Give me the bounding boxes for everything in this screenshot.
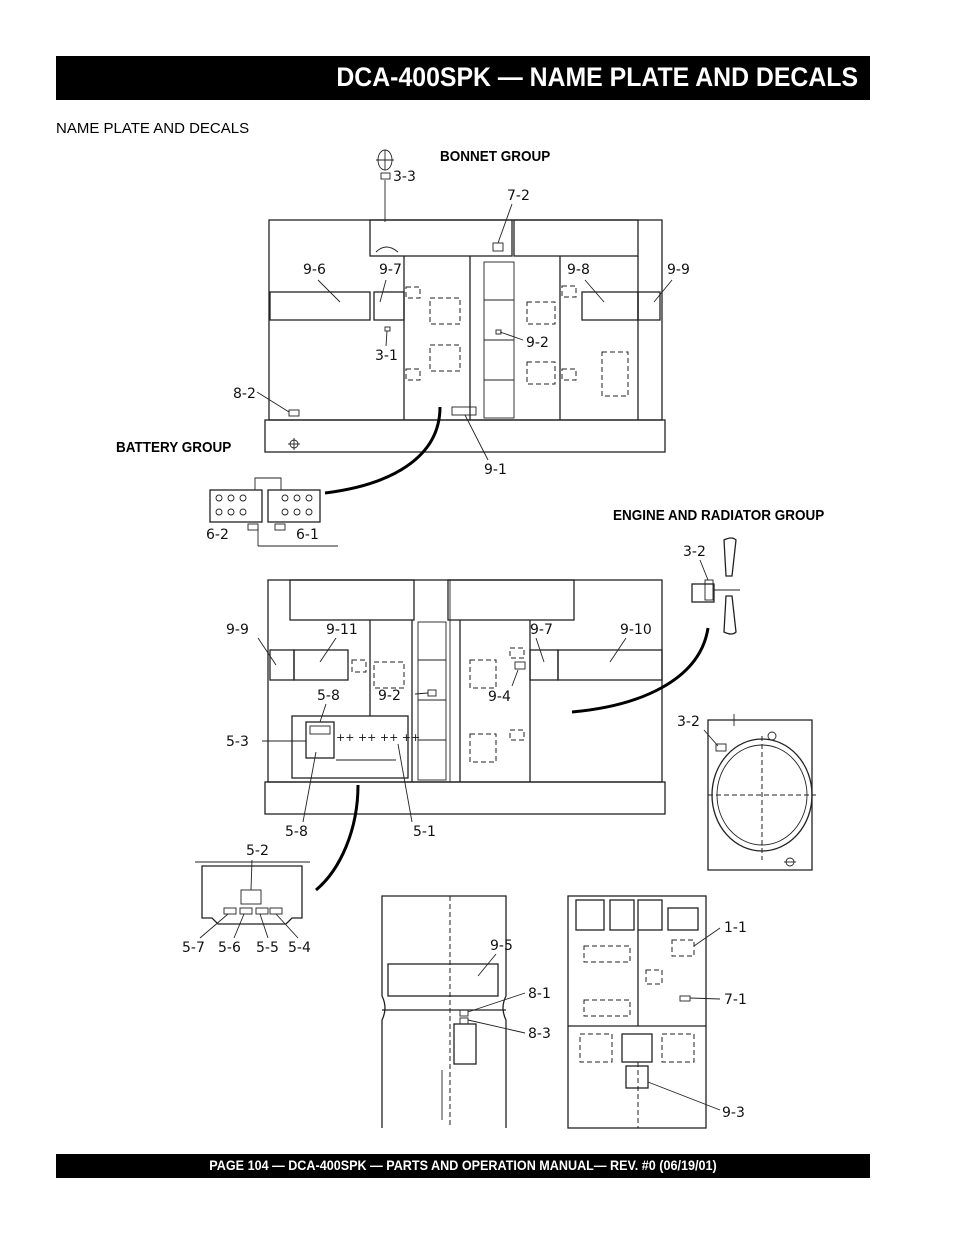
callout-9-10: 9-10 [620,622,652,638]
callout-5-1: 5-1 [413,824,436,840]
callout-3-2-radiator: 3-2 [677,714,700,730]
page-footer-bar: PAGE 104 — DCA-400SPK — PARTS AND OPERAT… [56,1154,870,1178]
callout-9-9: 9-9 [667,262,690,278]
callout-9-2-mid: 9-2 [378,688,401,704]
callout-9-7: 9-7 [379,262,402,278]
generator-side-view-top: 3-3 7-2 9-6 9-7 9-8 9-9 3-1 9-2 8-2 9-1 [233,149,690,495]
callout-5-7: 5-7 [182,940,205,956]
callout-5-2: 5-2 [246,843,269,859]
callout-5-8-bottom: 5-8 [285,824,308,840]
bonnet-group-label: BONNET GROUP [440,148,551,165]
generator-side-view-middle: ++ ++ ++ ++ 9-9 9-11 9-7 9-10 5-8 9-2 9-… [226,579,710,892]
breaker-row: ++ ++ ++ ++ [336,731,420,744]
callout-9-9-mid: 9-9 [226,622,249,638]
callout-9-2: 9-2 [526,335,549,351]
callout-8-2: 8-2 [233,386,256,402]
callout-9-3: 9-3 [722,1105,745,1121]
callout-9-4: 9-4 [488,689,511,705]
callout-3-3: 3-3 [393,169,416,185]
callout-8-1: 8-1 [528,986,551,1002]
callout-9-11: 9-11 [326,622,358,638]
callout-5-5: 5-5 [256,940,279,956]
callout-8-3: 8-3 [528,1026,551,1042]
battery-group-drawing: 6-2 6-1 [206,477,338,547]
end-view-left: 9-5 8-1 8-3 [381,895,551,1128]
end-view-right: 1-1 7-1 9-3 [567,895,747,1129]
callout-1-1: 1-1 [724,920,747,936]
control-panel-drawing: 5-2 5-7 5-6 5-5 5-4 [182,843,311,956]
callout-3-2-fan: 3-2 [683,544,706,560]
callout-5-8-top: 5-8 [317,688,340,704]
section-label: NAME PLATE AND DECALS [56,120,250,137]
callout-3-1: 3-1 [375,348,398,364]
callout-7-1: 7-1 [724,992,747,1008]
fan-drawing: 3-2 [683,537,740,635]
page-title: DCA-400SPK — NAME PLATE AND DECALS [336,62,858,92]
callout-6-2: 6-2 [206,527,229,543]
callout-9-7-mid: 9-7 [530,622,553,638]
page-footer-text: PAGE 104 — DCA-400SPK — PARTS AND OPERAT… [209,1157,717,1173]
callout-9-6: 9-6 [303,262,326,278]
callout-9-5: 9-5 [490,938,513,954]
radiator-front-view: 3-2 [677,714,816,871]
page-title-bar: DCA-400SPK — NAME PLATE AND DECALS [56,56,870,100]
callout-9-1: 9-1 [484,462,507,478]
callout-9-8: 9-8 [567,262,590,278]
battery-group-label: BATTERY GROUP [116,439,232,456]
callout-7-2: 7-2 [507,188,530,204]
callout-5-6: 5-6 [218,940,241,956]
callout-5-4: 5-4 [288,940,311,956]
callout-5-3: 5-3 [226,734,249,750]
engine-radiator-group-label: ENGINE AND RADIATOR GROUP [613,507,825,524]
callout-6-1: 6-1 [296,527,319,543]
